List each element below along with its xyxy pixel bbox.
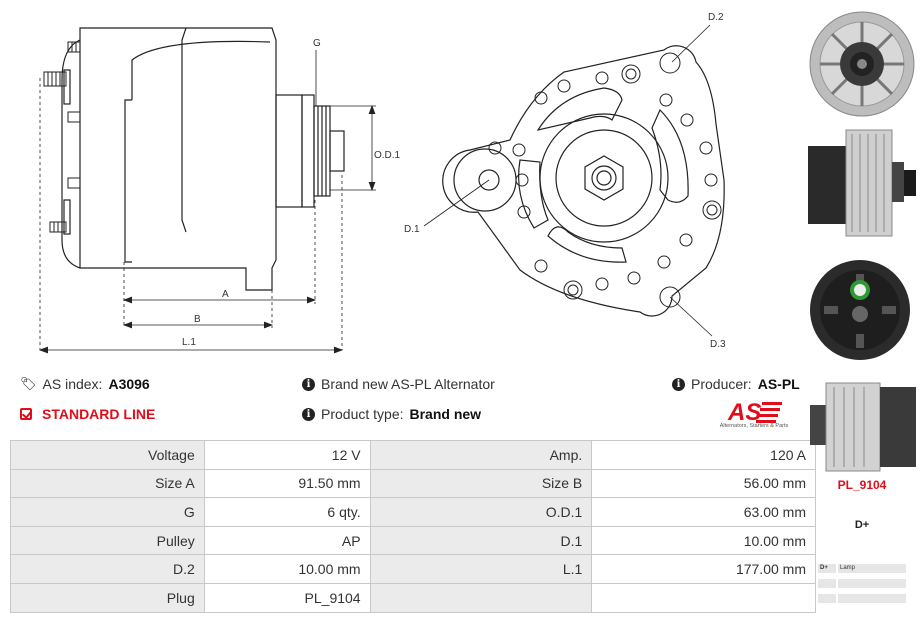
- spec-value: 12 V: [203, 440, 371, 470]
- label-l1: L.1: [182, 337, 196, 348]
- spec-key: Voltage: [10, 440, 205, 470]
- legend-row: [818, 594, 906, 603]
- spec-value: [591, 582, 816, 613]
- spec-key: G: [10, 497, 205, 527]
- spec-key: Size B: [369, 468, 593, 499]
- standard-line-label: STANDARD LINE: [42, 406, 156, 422]
- product-gallery: [800, 0, 924, 620]
- legend-desc: [838, 594, 906, 603]
- label-od1: O.D.1: [374, 150, 401, 161]
- spec-value: AP: [203, 525, 371, 556]
- spec-value: 10.00 mm: [203, 554, 371, 584]
- logo-mark: AS: [727, 399, 761, 424]
- label-d1: D.1: [404, 224, 420, 235]
- logo-tagline: Alternators, Starters & Parts: [719, 423, 789, 429]
- info-icon: i: [302, 377, 315, 391]
- as-pl-logo: AS Alternators, Starters & Parts: [714, 398, 792, 432]
- legend-pin: [818, 594, 836, 603]
- as-index-value: A3096: [108, 376, 150, 392]
- spec-value: 120 A: [591, 440, 816, 470]
- brand-text: Brand new AS-PL Alternator: [321, 376, 495, 392]
- legend-pin: D+: [818, 564, 836, 573]
- info-icon: i: [672, 377, 685, 391]
- spec-value: PL_9104: [203, 582, 371, 613]
- plug-legend: D+Lamp: [818, 564, 906, 609]
- brand-info: i Brand new AS-PL Alternator: [302, 376, 495, 392]
- as-index-label: AS index:: [42, 376, 103, 392]
- spec-key: Amp.: [369, 440, 593, 470]
- info-icon: i: [302, 407, 315, 421]
- product-type: i Product type: Brand new: [302, 406, 481, 422]
- spec-value: 10.00 mm: [591, 525, 816, 556]
- product-photo-front[interactable]: [804, 4, 918, 122]
- checkbox-icon: [20, 408, 32, 420]
- legend-pin: [818, 579, 836, 588]
- spec-key: D.1: [369, 525, 593, 556]
- spec-key: Plug: [10, 582, 205, 613]
- spec-key: L.1: [369, 554, 593, 584]
- spec-value: 177.00 mm: [591, 554, 816, 584]
- legend-row: [818, 579, 906, 588]
- side-view: [38, 27, 376, 354]
- producer: i Producer: AS-PL: [672, 376, 800, 392]
- technical-drawing: G O.D.1 A B L.1 D.1 D.2 D.3: [38, 12, 726, 354]
- product-photo-rear[interactable]: [804, 250, 918, 368]
- product-photo-side[interactable]: [804, 124, 918, 242]
- label-b: B: [194, 314, 201, 325]
- spec-value: 91.50 mm: [203, 468, 371, 499]
- legend-desc: [838, 579, 906, 588]
- spec-value: 6 qty.: [203, 497, 371, 527]
- tag-icon: 🏷: [20, 376, 37, 391]
- product-type-value: Brand new: [409, 406, 482, 422]
- producer-label: Producer:: [691, 376, 752, 392]
- legend-row: D+Lamp: [818, 564, 906, 573]
- spec-value: 63.00 mm: [591, 497, 816, 527]
- label-d2: D.2: [708, 12, 724, 23]
- plug-code: PL_9104: [837, 478, 887, 492]
- producer-value: AS-PL: [757, 376, 800, 392]
- spec-key: Pulley: [10, 525, 205, 556]
- spec-key: [369, 582, 593, 613]
- spec-key: Size A: [10, 468, 205, 499]
- plug-terminal: D+: [854, 519, 870, 531]
- label-g: G: [313, 38, 321, 49]
- product-type-label: Product type:: [321, 406, 404, 422]
- spec-key: O.D.1: [369, 497, 593, 527]
- label-a: A: [222, 289, 229, 300]
- label-d3: D.3: [710, 339, 726, 350]
- front-view: [423, 24, 725, 337]
- spec-value: 56.00 mm: [591, 468, 816, 499]
- spec-key: D.2: [10, 554, 205, 584]
- standard-line-badge: STANDARD LINE: [20, 406, 155, 422]
- as-index: 🏷 AS index: A3096: [20, 376, 150, 392]
- legend-desc: Lamp: [838, 564, 906, 573]
- product-photo-pulley-side[interactable]: [804, 368, 918, 486]
